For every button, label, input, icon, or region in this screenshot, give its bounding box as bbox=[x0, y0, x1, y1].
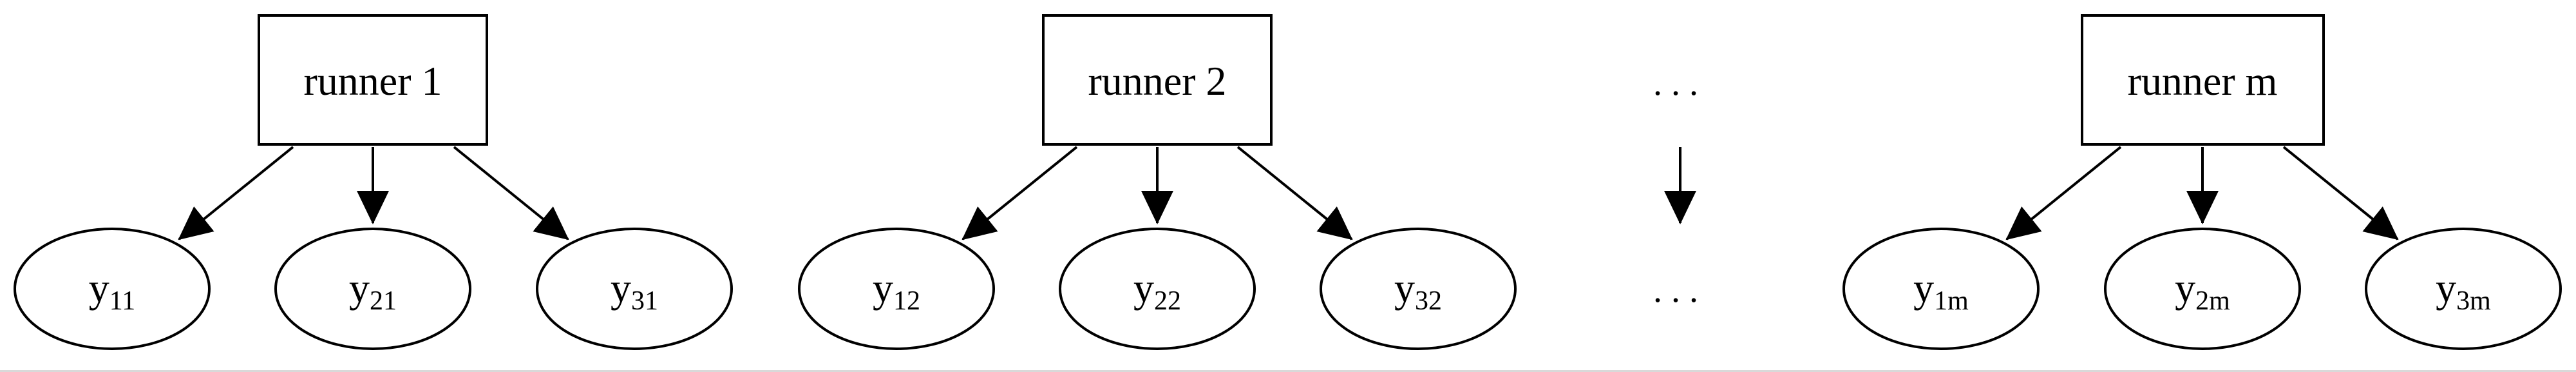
output-base-21: y bbox=[349, 265, 370, 311]
output-base-32: y bbox=[1394, 265, 1415, 311]
output-base-2m: y bbox=[2175, 265, 2195, 311]
ellipsis-top: ... bbox=[1653, 63, 1707, 103]
ellipsis-column: ... ... bbox=[1653, 63, 1707, 310]
output-node-2m: y2m bbox=[2104, 228, 2301, 350]
output-node-11: y11 bbox=[14, 228, 211, 350]
output-node-3m: y3m bbox=[2365, 228, 2562, 350]
runner-group-m: runner m y1m y2m y3m bbox=[1842, 14, 2562, 350]
output-base-12: y bbox=[873, 265, 893, 311]
svg-text:y2m: y2m bbox=[2175, 265, 2230, 316]
output-subscript-1m: 1m bbox=[1934, 286, 1969, 316]
output-node-21: y21 bbox=[274, 228, 471, 350]
edge-runner-m-to-output-3 bbox=[2282, 146, 2399, 240]
runner-group-2: runner 2 y12 y22 y32 bbox=[798, 14, 1517, 350]
svg-text:y3m: y3m bbox=[2436, 265, 2491, 316]
runner-box-m bbox=[2081, 14, 2325, 146]
output-subscript-12: 12 bbox=[893, 286, 920, 316]
ellipsis-bottom: ... bbox=[1653, 270, 1707, 310]
output-node-12: y12 bbox=[798, 228, 995, 350]
svg-text:y31: y31 bbox=[611, 265, 658, 316]
output-node-1m: y1m bbox=[1842, 228, 2040, 350]
output-subscript-22: 22 bbox=[1154, 286, 1181, 316]
svg-text:y11: y11 bbox=[89, 265, 135, 316]
runner-label-1: runner 1 bbox=[303, 58, 442, 104]
runner-box-1 bbox=[258, 14, 488, 146]
output-node-22: y22 bbox=[1059, 228, 1256, 350]
output-subscript-2m: 2m bbox=[2195, 286, 2230, 316]
output-subscript-31: 31 bbox=[631, 286, 658, 316]
output-subscript-21: 21 bbox=[370, 286, 397, 316]
edge-runner-m-to-output-1 bbox=[2005, 146, 2122, 240]
edge-runner-1-to-output-3 bbox=[453, 146, 569, 240]
output-base-3m: y bbox=[2436, 265, 2456, 311]
output-subscript-11: 11 bbox=[109, 286, 135, 316]
runner-box-2 bbox=[1042, 14, 1273, 146]
output-subscript-32: 32 bbox=[1415, 286, 1442, 316]
runner-label-m: runner m bbox=[2128, 58, 2278, 104]
output-base-1m: y bbox=[1913, 265, 1934, 311]
output-node-32: y32 bbox=[1320, 228, 1517, 350]
edge-runner-2-to-output-1 bbox=[961, 146, 1078, 240]
output-base-31: y bbox=[611, 265, 631, 311]
output-node-31: y31 bbox=[536, 228, 733, 350]
runner-group-1: runner 1 y11 y21 y31 bbox=[14, 14, 733, 350]
svg-text:y22: y22 bbox=[1133, 265, 1181, 316]
edge-runner-2-to-output-3 bbox=[1236, 146, 1353, 240]
runner-label-2: runner 2 bbox=[1088, 58, 1226, 104]
svg-text:y12: y12 bbox=[873, 265, 920, 316]
output-base-11: y bbox=[89, 265, 109, 311]
svg-text:y21: y21 bbox=[349, 265, 397, 316]
svg-text:y32: y32 bbox=[1394, 265, 1442, 316]
output-base-22: y bbox=[1133, 265, 1154, 311]
svg-text:y1m: y1m bbox=[1913, 265, 1969, 316]
edge-runner-1-to-output-1 bbox=[178, 146, 294, 240]
output-subscript-3m: 3m bbox=[2456, 286, 2491, 316]
frame-bottom-edge bbox=[0, 370, 2576, 372]
